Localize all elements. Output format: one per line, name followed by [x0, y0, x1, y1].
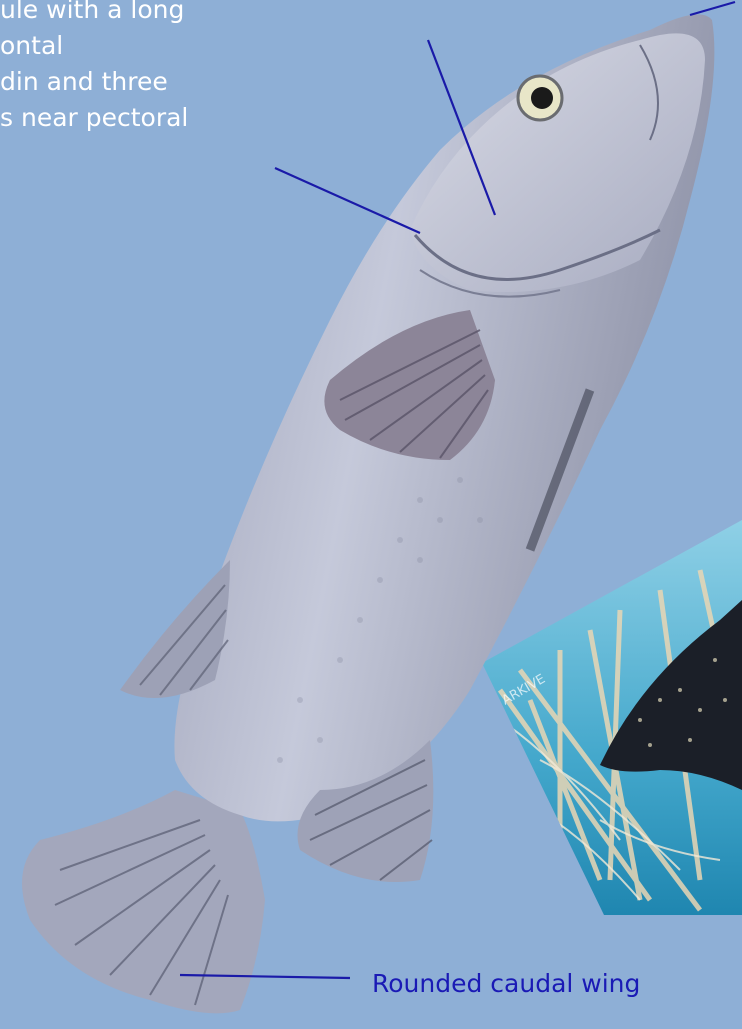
annotation-line: din and three: [0, 64, 280, 100]
leader-line-mouth: [690, 2, 735, 15]
annotation-description: ule with a long ontal din and three s ne…: [0, 0, 280, 136]
annotation-line: s near pectoral: [0, 100, 280, 136]
leader-line-pectoral: [275, 168, 420, 233]
annotation-line: ule with a long: [0, 0, 280, 28]
caudal-fin-label: Rounded caudal wing: [372, 966, 640, 1002]
annotation-line: ontal: [0, 28, 280, 64]
caudal-fin: [22, 790, 265, 1013]
